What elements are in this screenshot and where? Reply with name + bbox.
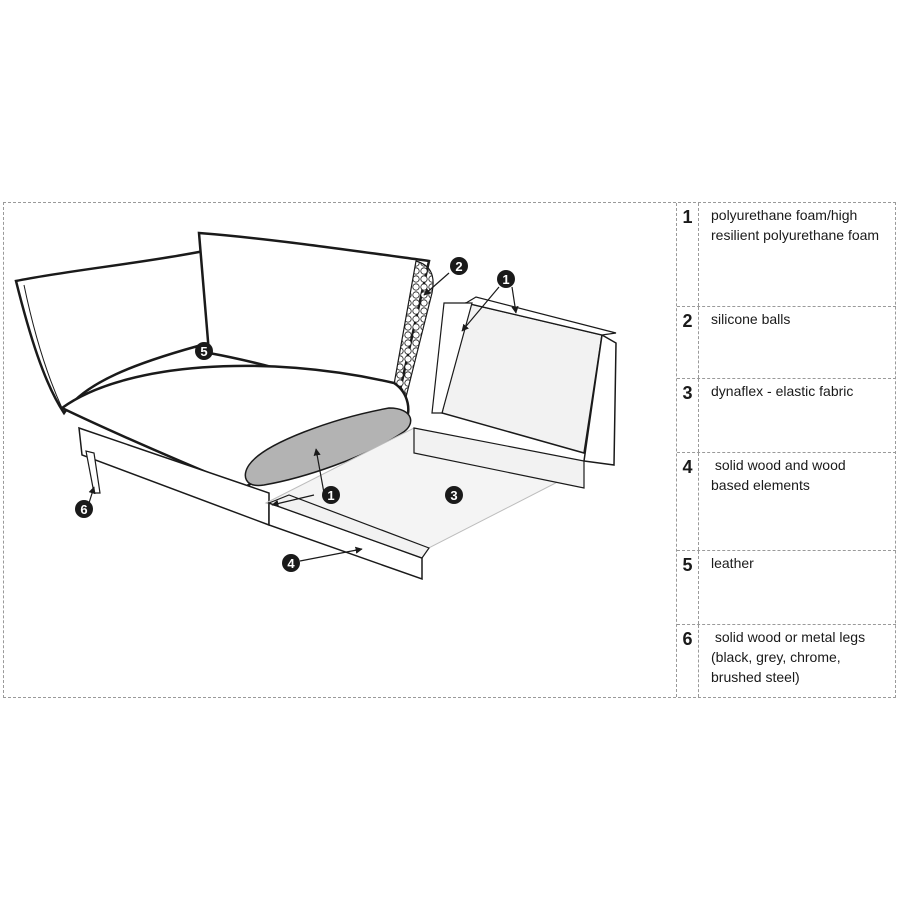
arrow-2 xyxy=(423,272,450,296)
arrow-1b-left xyxy=(271,494,315,508)
arrow-1a-right xyxy=(511,286,519,314)
legend-row-2: 2 silicone balls xyxy=(677,307,896,379)
back-foam-side xyxy=(583,333,617,466)
legend-text: solid wood and wood based elements xyxy=(711,457,850,493)
marker-3-text: 3 xyxy=(450,488,457,503)
left-armrest xyxy=(14,249,211,416)
arrow-4 xyxy=(299,546,363,562)
marker-5: 5 xyxy=(195,342,213,360)
legend-number: 4 xyxy=(677,453,699,550)
legend-text: dynaflex - elastic fabric xyxy=(711,383,854,399)
marker-2: 2 xyxy=(450,257,468,275)
legend-text: silicone balls xyxy=(711,311,791,327)
marker-1b: 1 xyxy=(322,486,340,504)
back-foam-top xyxy=(464,296,617,336)
marker-4: 4 xyxy=(282,554,300,572)
marker-6: 6 xyxy=(75,500,93,518)
sofa-leg xyxy=(85,450,101,494)
wood-rail-back xyxy=(413,427,585,489)
legend-row-6: 6 solid wood or metal legs (black, grey,… xyxy=(677,625,896,697)
legend-number: 6 xyxy=(677,625,699,697)
foam-pad xyxy=(244,407,412,487)
sofa-exploded-diagram: 5 2 1 1 3 4 6 xyxy=(14,231,617,581)
marker-6-text: 6 xyxy=(80,502,87,517)
legend-number: 3 xyxy=(677,379,699,452)
arrow-6 xyxy=(88,486,96,504)
legend-text: leather xyxy=(711,555,754,571)
legend-row-5: 5 leather xyxy=(677,551,896,625)
marker-2-text: 2 xyxy=(455,259,462,274)
legend-number: 2 xyxy=(677,307,699,378)
legend-text: polyurethane foam/high resilient polyure… xyxy=(711,207,880,243)
legend-row-4: 4 solid wood and wood based elements xyxy=(677,453,896,551)
marker-1b-text: 1 xyxy=(327,488,334,503)
legend-text: solid wood or metal legs (black, grey, c… xyxy=(711,629,869,685)
marker-5-text: 5 xyxy=(200,344,207,359)
legend-number: 5 xyxy=(677,551,699,624)
marker-1a: 1 xyxy=(497,270,515,288)
materials-legend: 1 polyurethane foam/high resilient polyu… xyxy=(676,203,896,697)
marker-3: 3 xyxy=(445,486,463,504)
arrow-1a-left xyxy=(461,286,500,332)
armrest-inner-line xyxy=(23,284,63,409)
marker-4-text: 4 xyxy=(287,556,295,571)
legend-row-1: 1 polyurethane foam/high resilient polyu… xyxy=(677,203,896,307)
wood-rail-front-top xyxy=(267,494,430,559)
arrow-1b-up xyxy=(313,448,325,494)
legend-row-3: 3 dynaflex - elastic fabric xyxy=(677,379,896,453)
sofa-backrest xyxy=(197,231,431,410)
diagram-frame: 5 2 1 1 3 4 6 1 polyurethane foam xyxy=(3,202,896,698)
marker-1a-text: 1 xyxy=(502,272,509,287)
legend-number: 1 xyxy=(677,203,699,306)
